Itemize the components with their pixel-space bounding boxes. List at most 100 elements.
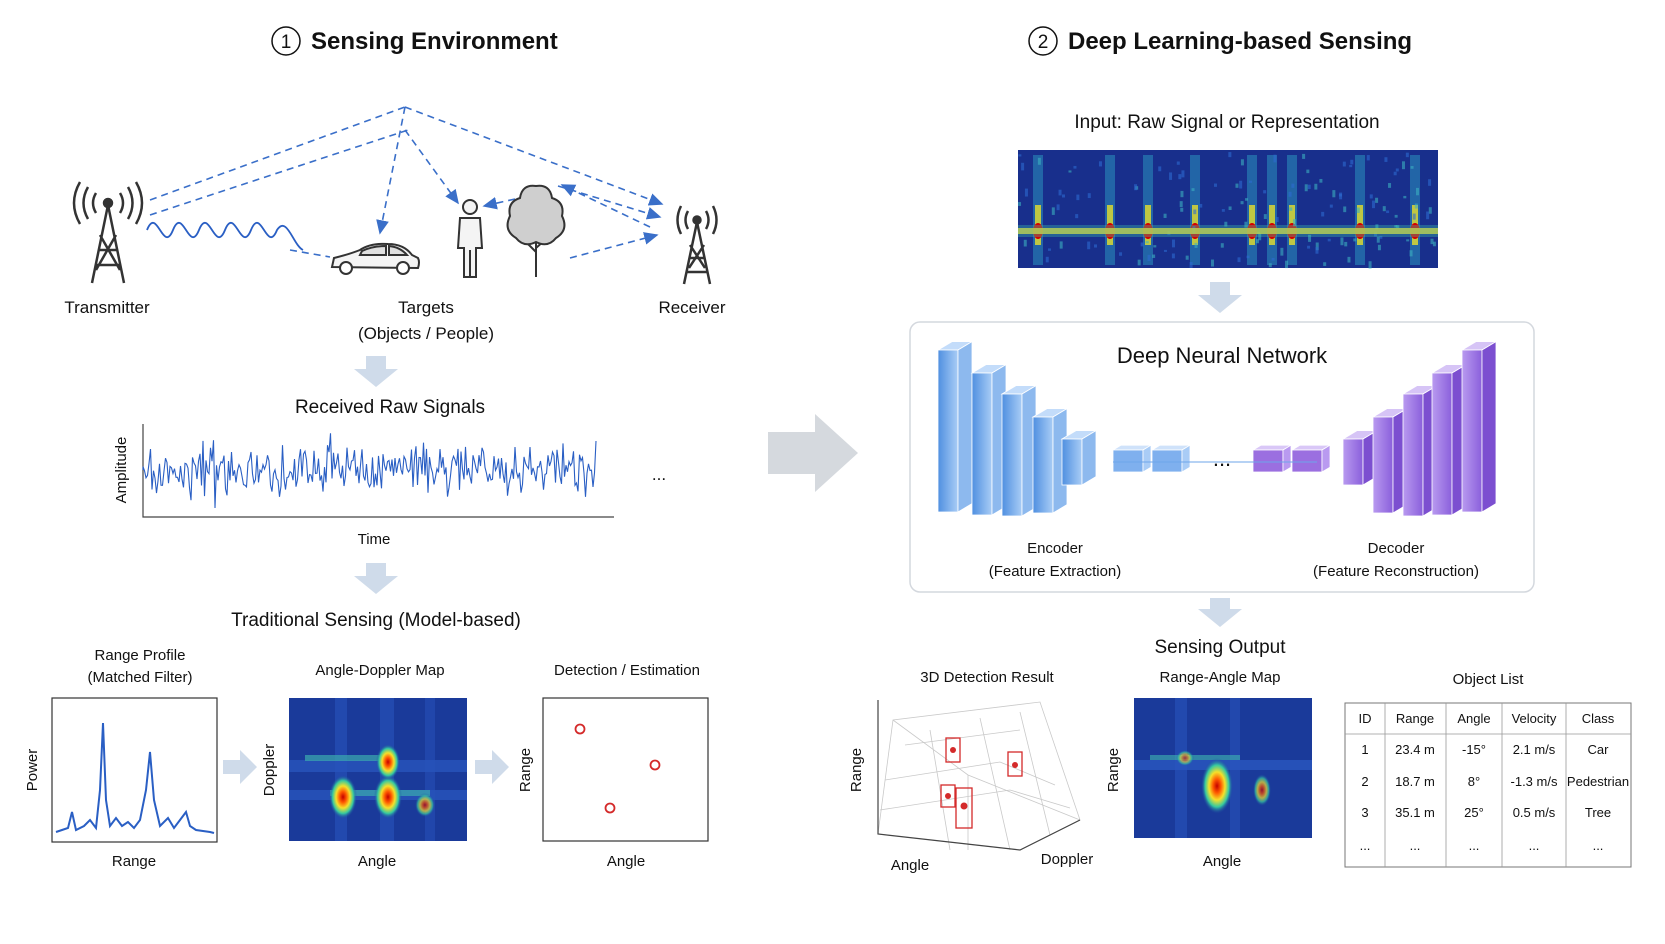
table-cell: ... xyxy=(1410,838,1421,853)
range-angle-ylabel: Range xyxy=(1105,748,1122,792)
angle-doppler-ylabel: Doppler xyxy=(261,744,278,797)
section-title-right: 2 Deep Learning-based Sensing xyxy=(1028,26,1412,56)
detection3d-ylabel: Range xyxy=(848,748,865,792)
heatmap-texture xyxy=(1150,755,1240,760)
table-cell: -15° xyxy=(1462,742,1486,757)
car-icon xyxy=(330,242,420,275)
targets-sublabel: (Objects / People) xyxy=(358,324,494,343)
layer-block xyxy=(1061,438,1083,486)
down-arrow-icon xyxy=(354,563,398,594)
targets-label: Targets xyxy=(398,298,454,317)
detection3d-grid xyxy=(877,701,1081,851)
detection-point xyxy=(604,802,616,814)
layer-block xyxy=(1402,393,1424,517)
object-list-title: Object List xyxy=(1453,671,1525,688)
step-number: 1 xyxy=(281,32,292,53)
table-cell: 0.5 m/s xyxy=(1513,805,1556,820)
layer-block xyxy=(1481,340,1497,513)
person-icon xyxy=(456,199,484,278)
heatmap-hotspot xyxy=(1253,774,1271,806)
receiver-label: Receiver xyxy=(658,298,725,317)
table-cell: ... xyxy=(1360,838,1371,853)
raw-signal-title: Received Raw Signals xyxy=(295,397,485,418)
layer-block xyxy=(1282,444,1292,473)
angle-doppler-map: Angle-Doppler Map Doppler Angle xyxy=(261,662,467,870)
angle-doppler-xlabel: Angle xyxy=(358,853,396,870)
table-cell: -1.3 m/s xyxy=(1511,774,1558,789)
layer-block xyxy=(1001,393,1023,517)
detection-3d-plot: 3D Detection Result Range Angle Doppler xyxy=(848,669,1093,874)
heatmap-hotspot xyxy=(1201,758,1233,814)
decoder-stack xyxy=(1251,340,1498,517)
detection3d-box xyxy=(1007,751,1023,777)
table-cell: 25° xyxy=(1464,805,1484,820)
table-cell: 23.4 m xyxy=(1395,742,1435,757)
encoder-sublabel: (Feature Extraction) xyxy=(989,563,1122,580)
right-arrow-icon xyxy=(475,750,509,784)
range-profile-ylabel: Power xyxy=(24,749,41,792)
tree-icon xyxy=(506,184,566,277)
section-title-left: 1 Sensing Environment xyxy=(271,26,558,56)
table-cell: 18.7 m xyxy=(1395,774,1435,789)
table-cell: 3 xyxy=(1361,805,1368,820)
transmitted-wave xyxy=(146,222,304,251)
range-profile-plot: Range Profile (Matched Filter) Power Ran… xyxy=(24,647,218,870)
raw-signal-xlabel: Time xyxy=(358,531,391,548)
dnn-frame xyxy=(909,321,1535,593)
heatmap-hotspot xyxy=(1176,750,1194,766)
detection3d-zlabel: Doppler xyxy=(1041,851,1094,868)
step-number: 2 xyxy=(1038,32,1049,53)
layer-block xyxy=(1431,372,1453,516)
output-title: Sensing Output xyxy=(1155,637,1287,658)
range-angle-xlabel: Angle xyxy=(1203,853,1241,870)
step-number-circle xyxy=(271,26,301,56)
layer-block xyxy=(1112,449,1144,473)
detection-ylabel: Range xyxy=(517,748,534,792)
heatmap-hotspot xyxy=(374,775,402,819)
dnn-box: Deep Neural Network ... Encoder (Feature… xyxy=(909,321,1535,593)
dnn-title: Deep Neural Network xyxy=(1117,343,1328,368)
propagation-paths xyxy=(149,106,664,259)
table-cell: Car xyxy=(1588,742,1610,757)
bottleneck-ellipsis: ... xyxy=(1213,446,1231,471)
table-cell: ... xyxy=(1593,838,1604,853)
heatmap-hotspot xyxy=(329,775,357,819)
raw-signal-waveform xyxy=(142,433,597,509)
heatmap-texture xyxy=(1175,698,1187,838)
table-cell: ... xyxy=(1529,838,1540,853)
right-arrow-icon xyxy=(223,750,257,784)
detection3d-boxes xyxy=(940,737,1023,829)
table-cell: 8° xyxy=(1468,774,1480,789)
encoder-label: Encoder xyxy=(1027,540,1083,557)
range-profile-subtitle: (Matched Filter) xyxy=(87,669,192,686)
layer-block xyxy=(1142,444,1152,473)
table-cell: 2 xyxy=(1361,774,1368,789)
layer-block xyxy=(1321,444,1331,473)
raw-signal-axes xyxy=(142,424,614,518)
range-profile-xlabel: Range xyxy=(112,853,156,870)
layer-block xyxy=(1081,429,1097,486)
detection3d-box xyxy=(945,737,961,763)
spectrogram-band-glow xyxy=(1018,225,1438,237)
raw-signal-panel: Received Raw Signals Amplitude Time ... xyxy=(113,397,666,548)
table-header-cell: ID xyxy=(1359,711,1372,726)
detection3d-axes xyxy=(877,700,1081,851)
object-list-frame xyxy=(1344,702,1632,868)
layer-block xyxy=(1291,449,1323,473)
detection3d-box xyxy=(940,784,956,808)
table-header-cell: Angle xyxy=(1457,711,1490,726)
table-header-cell: Class xyxy=(1582,711,1615,726)
decoder-label: Decoder xyxy=(1368,540,1425,557)
input-title: Input: Raw Signal or Representation xyxy=(1074,112,1379,133)
down-arrow-icon xyxy=(1198,598,1242,627)
table-cell: Tree xyxy=(1585,805,1611,820)
transmitter-label: Transmitter xyxy=(64,298,150,317)
layer-block xyxy=(1461,349,1483,513)
down-arrow-icon xyxy=(1198,282,1242,313)
table-header-cell: Range xyxy=(1396,711,1434,726)
detection3d-box xyxy=(955,787,973,829)
section-title: Sensing Environment xyxy=(311,28,558,55)
layer-block xyxy=(1252,449,1284,473)
spectrogram-band xyxy=(1018,228,1438,234)
